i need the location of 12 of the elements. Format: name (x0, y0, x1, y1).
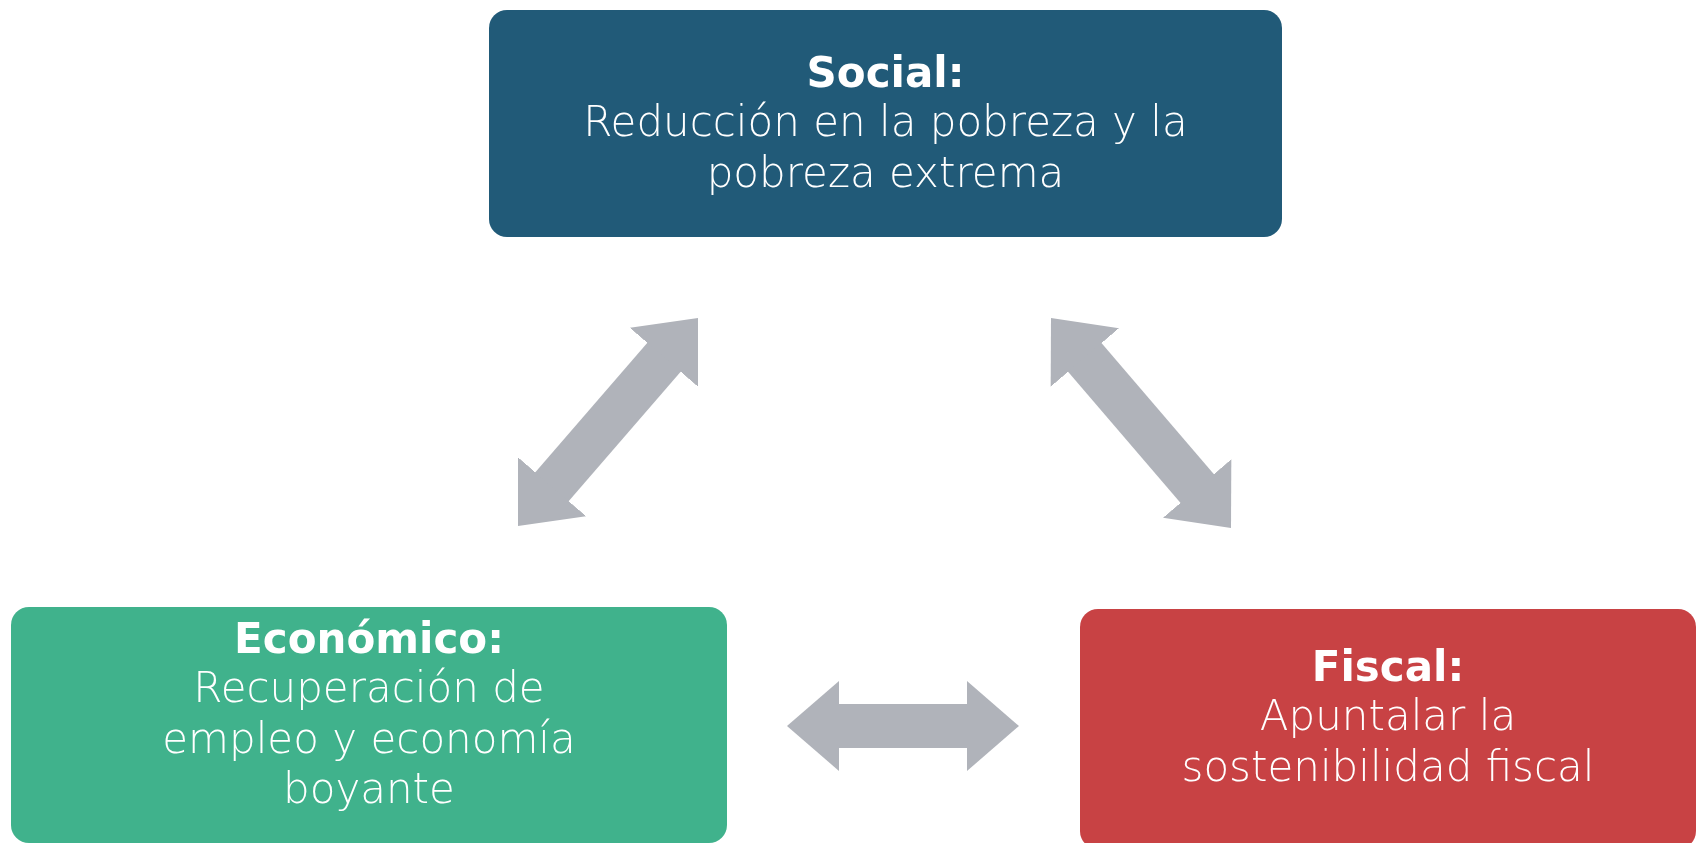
box-heading: Económico: (234, 615, 504, 664)
box-text: Apuntalar la sostenibilidad fiscal (1180, 691, 1596, 793)
box-heading: Fiscal: (1311, 643, 1465, 692)
goal-box (11, 607, 727, 843)
double-arrow (1050, 318, 1232, 528)
box-heading: Social: (806, 48, 965, 98)
box-text: Recuperación de empleo y economía boyante (161, 663, 577, 815)
goal-box (1080, 609, 1696, 843)
double-arrow (787, 681, 1019, 771)
box-text: Reducción en la pobreza y la pobreza extrema (582, 97, 1189, 199)
double-arrow (518, 318, 698, 526)
goal-box (489, 10, 1282, 237)
